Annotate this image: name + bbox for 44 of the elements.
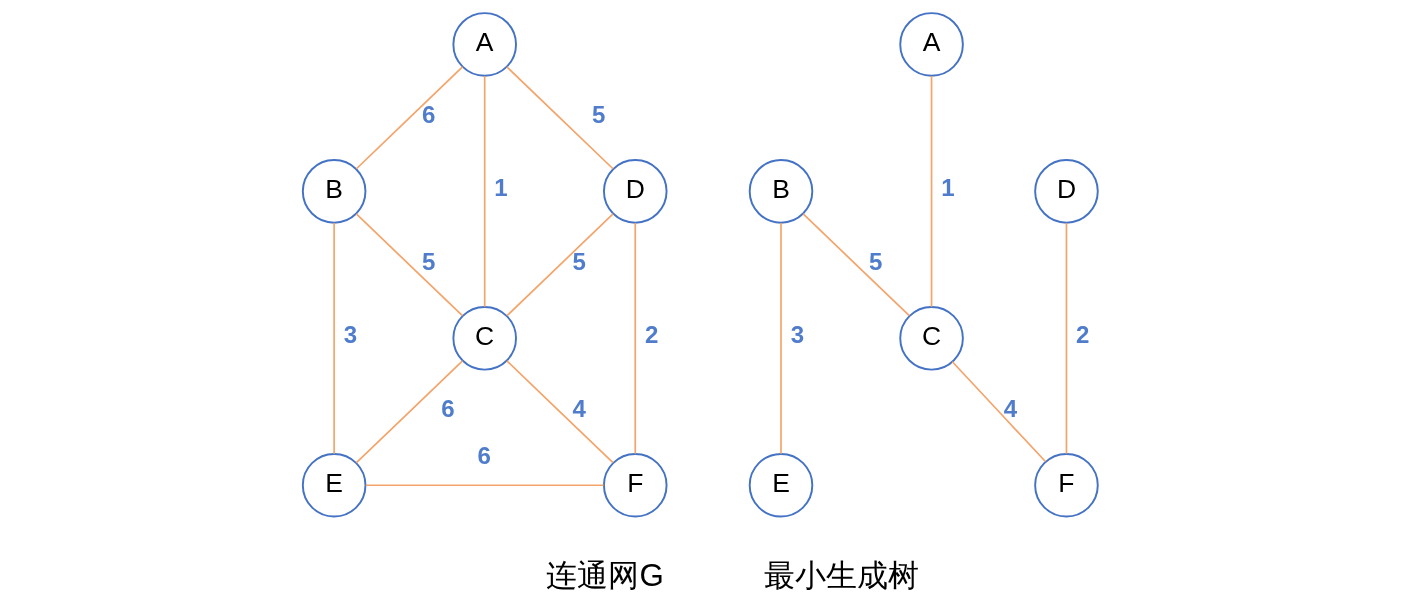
connector bbox=[332, 222, 335, 455]
connector bbox=[355, 360, 463, 464]
edge-label: 5 bbox=[421, 247, 435, 275]
node-circle: A bbox=[451, 12, 517, 77]
connector bbox=[355, 213, 463, 317]
connector bbox=[505, 213, 614, 317]
edge-label: 1 bbox=[493, 174, 508, 202]
node-circle: A bbox=[898, 12, 964, 77]
edge-label: 4 bbox=[572, 394, 586, 422]
connector bbox=[483, 75, 486, 308]
connector bbox=[1065, 222, 1067, 455]
node-circle: F bbox=[1033, 453, 1099, 518]
label: 最小生成树 bbox=[763, 558, 919, 594]
edge-label: 3 bbox=[790, 321, 804, 349]
connector bbox=[355, 66, 463, 170]
edge-label: 3 bbox=[343, 321, 357, 349]
node-circle: D bbox=[1033, 159, 1099, 224]
node-circle: D bbox=[602, 159, 668, 224]
node-circle: B bbox=[301, 159, 366, 224]
edge-label: 2 bbox=[1075, 321, 1089, 349]
edge-label: 6 bbox=[440, 394, 455, 422]
node-circle: E bbox=[301, 453, 366, 518]
connector bbox=[505, 66, 614, 170]
edge-label: 5 bbox=[572, 247, 586, 275]
connector bbox=[779, 222, 782, 455]
node-circle: C bbox=[451, 306, 517, 371]
label: 连通网G bbox=[545, 558, 664, 594]
edge-label: 6 bbox=[421, 100, 435, 128]
edge-label: 1 bbox=[940, 174, 955, 202]
edge-label: 4 bbox=[1003, 394, 1017, 422]
connector bbox=[801, 213, 910, 317]
node-circle: C bbox=[898, 306, 964, 371]
node-circle: B bbox=[748, 159, 813, 224]
connector bbox=[633, 222, 636, 455]
connector bbox=[505, 360, 614, 464]
edge-label: 6 bbox=[476, 441, 491, 469]
edge-label: 5 bbox=[868, 247, 882, 275]
edge-label: 5 bbox=[591, 100, 605, 128]
node-circle: F bbox=[602, 453, 668, 518]
node-circle: E bbox=[748, 453, 813, 518]
connector bbox=[364, 484, 604, 487]
connector bbox=[930, 75, 932, 308]
edge-label: 2 bbox=[644, 321, 658, 349]
connector bbox=[951, 360, 1046, 463]
